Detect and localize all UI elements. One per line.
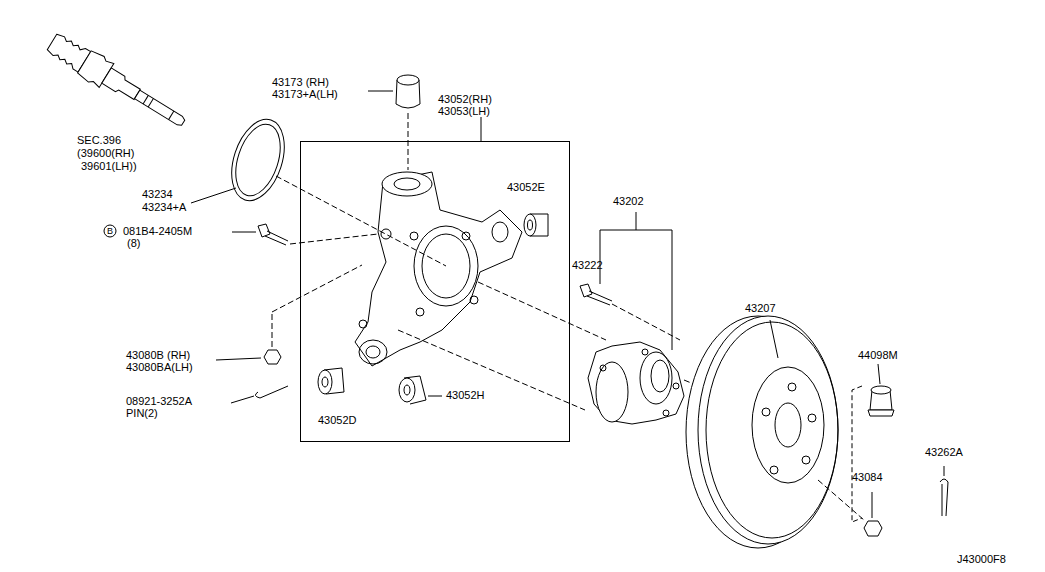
callout-number: 081B4-2405M (123, 225, 192, 237)
leader-line (231, 396, 254, 403)
dashed-line (818, 480, 864, 520)
knuckle (355, 172, 522, 366)
callout-number: 43234 (142, 188, 173, 200)
callout-number: SEC.396 (77, 134, 121, 146)
part-group-box: 43052(RH) 43053(LH)43052E43052D43052H (300, 141, 570, 442)
bushing-43052E (524, 214, 548, 236)
bushing-43052H (399, 376, 426, 404)
nut (264, 350, 281, 364)
bushing-43173 (396, 75, 420, 108)
circled-mark (104, 225, 116, 237)
o-ring (222, 113, 294, 208)
callout-number: B (107, 225, 113, 237)
callout-number: 43052(RH) 43053(LH) (438, 93, 500, 117)
cotter-pin (255, 386, 288, 398)
cotter-pin (940, 479, 948, 516)
dashed-line (478, 282, 606, 340)
dashed-line (852, 386, 862, 522)
callout-number: 43173+A(LH) (272, 88, 338, 100)
dashed-line (398, 330, 585, 410)
callout-number: PIN(2) (126, 407, 158, 419)
leader-line (878, 364, 880, 384)
leader-line (216, 358, 261, 360)
hub-bearing (588, 342, 684, 424)
callout-number: 43052D (318, 414, 357, 426)
bolt (258, 224, 288, 245)
leader-line (232, 232, 256, 233)
callout-number: 08921-3252A (126, 395, 192, 407)
dashed-line (272, 265, 362, 312)
callout-number: 43202 (613, 195, 644, 207)
dashed-line (612, 304, 680, 340)
bushing-43052D (318, 368, 344, 394)
leader-line (944, 466, 945, 476)
callout-number: 43234+A (142, 201, 186, 213)
dashed-line (290, 234, 378, 244)
callout-number: 43052H (446, 389, 485, 401)
leader-line (770, 320, 778, 358)
callout-number: 43222 (572, 259, 603, 271)
leader-line (428, 396, 442, 397)
wheel-nut (864, 521, 882, 536)
leader-line (191, 188, 236, 203)
callout-number: 44098M (858, 349, 898, 361)
bracket (600, 212, 672, 350)
callout-number: 43262A (925, 446, 963, 458)
callout-number: (39600(RH) (77, 147, 134, 159)
brake-rotor (686, 316, 838, 548)
callout-number: 43052E (507, 181, 545, 193)
callout-number: 43173 (RH) (272, 76, 329, 88)
dashed-line (272, 312, 273, 347)
callout-number: 43080BA(LH) (126, 361, 193, 373)
hub-cap (868, 386, 894, 416)
leader-line (368, 91, 393, 92)
callout-number: 43207 (745, 302, 776, 314)
drive-shaft (44, 29, 191, 135)
callout-number: J43000F8 (957, 553, 1006, 565)
callout-number: 43084 (852, 471, 883, 483)
callout-number: 39601(LH)) (81, 160, 137, 172)
hub-bolt (580, 284, 612, 305)
callout-number: 43080B (RH) (126, 349, 190, 361)
callout-number: (8) (127, 237, 140, 249)
dashed-line (276, 176, 446, 266)
leader-line (872, 492, 873, 518)
leader-line (481, 117, 482, 141)
